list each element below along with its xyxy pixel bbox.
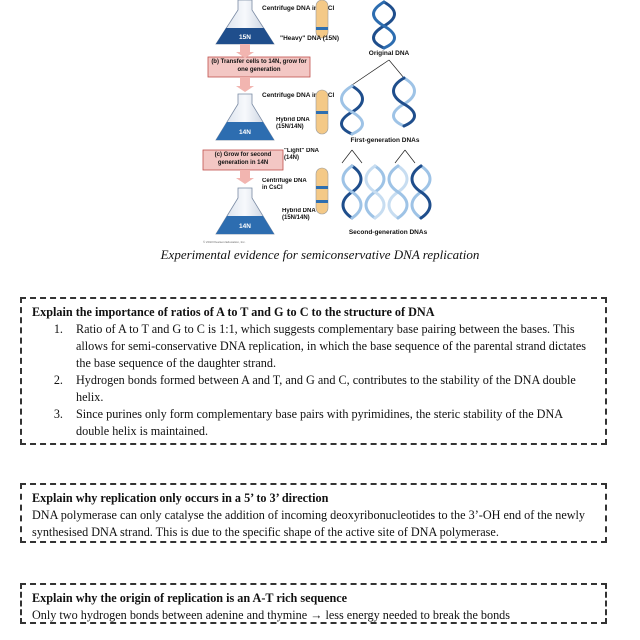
second-gen-helix-3 [387,164,409,220]
centrifuge-label-1: Centrifuge DNA in CsCl [262,5,335,12]
second-gen-helix-1 [341,164,363,220]
arrow-down-icon [236,77,254,92]
branch-lines [351,59,405,86]
flask-heavy: 15N [215,0,275,45]
copyright: © 2013 Pearson Education, Inc. [203,240,246,244]
first-gen-helix-1 [340,84,364,136]
second-gen-helix-2 [364,164,386,220]
flask-hybrid: 14N [215,93,275,141]
origin-answer: Only two hydrogen bonds between adenine … [32,608,511,622]
list-item: Since purines only form complementary ba… [66,406,595,440]
direction-question-box: Explain why replication only occurs in a… [20,483,607,543]
step-b-label: (b) Transfer cells to 14N, grow for one … [211,59,307,73]
original-dna-helix [372,0,396,50]
first-gen-label: First-generation DNAs [351,137,420,144]
second-gen-helix-4 [410,164,432,220]
tube-3 [315,167,329,215]
centrifuge-label-3: Centrifuge DNA in CsCl [262,178,307,191]
arrow-down-icon [236,44,254,58]
step-b-box [207,56,311,78]
ratio-question-box: Explain the importance of ratios of A to… [20,297,607,445]
branch-lines [341,149,416,164]
direction-question-title: Explain why replication only occurs in a… [32,491,329,505]
flask-hybrid-label: 14N [239,129,251,136]
tube-1 [315,0,329,39]
ratio-answer-list: Ratio of A to T and G to C is 1:1, which… [32,321,595,440]
light-dna-label: "Light" DNA (14N) [284,148,319,161]
hybrid-dna-label-2: Hybrid DNA (15N/14N) [282,208,316,221]
flask-light: 14N [215,187,275,235]
arrow-down-icon [236,170,254,184]
ratio-question-title: Explain the importance of ratios of A to… [32,305,435,319]
origin-question-title: Explain why the origin of replication is… [32,591,348,605]
step-c-label: (c) Grow for second generation in 14N [214,152,272,166]
direction-answer: DNA polymerase can only catalyse the add… [32,508,586,539]
first-gen-helix-2 [392,76,416,128]
replication-figure: 15N Centrifuge DNA in CsCl "Heavy" DNA (… [202,0,432,244]
hybrid-dna-label-1: Hybrid DNA (15N/14N) [276,117,310,130]
tube-2 [315,89,329,135]
origin-question-box: Explain why the origin of replication is… [20,583,607,624]
heavy-dna-label: "Heavy" DNA (15N) [280,35,339,42]
second-gen-label: Second-generation DNAs [349,229,428,236]
flask-light-label: 14N [239,223,251,230]
flask-heavy-label: 15N [239,34,251,41]
list-item: Ratio of A to T and G to C is 1:1, which… [66,321,595,372]
original-dna-label: Original DNA [369,50,410,57]
list-item: Hydrogen bonds formed between A and T, a… [66,372,595,406]
figure-caption: Experimental evidence for semiconservati… [160,247,480,262]
centrifuge-label-2: Centrifuge DNA in CsCl [262,92,335,99]
